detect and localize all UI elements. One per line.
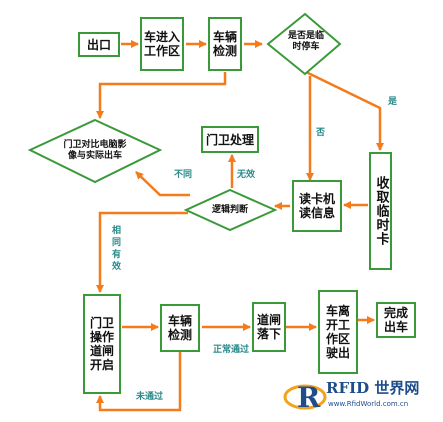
edge-label-yes: 是: [388, 97, 398, 107]
exit-box: 出口: [78, 32, 120, 57]
decision-temp-shape: [266, 12, 342, 76]
done-box: 完成出车: [376, 302, 416, 338]
guard-handle-box: 门卫处理: [201, 126, 259, 153]
edge-label-same-valid: 相同有效: [112, 226, 122, 272]
edge-label-different: 不同: [174, 170, 193, 180]
watermark-url: www.RfidWorld.com.cn: [328, 400, 409, 408]
vehicle-detect-label-2: 车辆检测: [167, 314, 192, 342]
decision-logic-shape: [183, 188, 278, 232]
vehicle-detect-box-2: 车辆检测: [160, 304, 200, 352]
guard-open-gate-label: 门卫操作道闸开启: [89, 316, 114, 372]
guard-compare-label: 门卫对比电脑影像与实际出车: [63, 140, 127, 161]
enter-work-area-label: 车进入工作区: [144, 30, 181, 58]
edge-label-invalid: 无效: [237, 170, 256, 180]
arrow-not-passed: [96, 352, 182, 412]
arrow-decision-yes: [305, 70, 384, 151]
card-reader-label: 读卡机读信息: [298, 192, 335, 220]
exit-label: 出口: [86, 37, 111, 52]
leave-work-area-label: 车离开工作区驶出: [325, 304, 350, 360]
vehicle-detect-label-1: 车辆检测: [212, 30, 237, 58]
guard-open-gate-box: 门卫操作道闸开启: [83, 294, 121, 394]
gate-down-box: 道闸落下: [252, 302, 286, 352]
rfid-logo-icon: R: [283, 381, 327, 414]
arrow-logic-different: [135, 171, 190, 197]
decision-guard-compare-shape: [27, 118, 163, 184]
leave-work-area-box: 车离开工作区驶出: [318, 290, 358, 374]
decision-temp-label: 是否是临时停车: [287, 31, 324, 52]
enter-work-area-box: 车进入工作区: [140, 17, 184, 71]
arrow-logic-same-valid: [96, 211, 188, 293]
logic-judge-label: 逻辑判断: [211, 205, 248, 215]
edge-label-no: 否: [316, 128, 326, 138]
rfid-world-watermark: R RFID 世界网 www.RfidWorld.com.cn: [283, 377, 439, 417]
done-label: 完成出车: [383, 306, 408, 334]
take-temp-card-box: 收取临时卡: [369, 152, 392, 270]
vehicle-detect-box-1: 车辆检测: [208, 17, 242, 71]
edge-label-not-passed: 未通过: [136, 392, 164, 402]
svg-text:R: R: [297, 381, 321, 414]
edge-label-normal-pass: 正常通过: [213, 345, 250, 355]
gate-down-label: 道闸落下: [256, 313, 281, 341]
arrow-detect-to-guard-compare: [96, 72, 227, 119]
take-temp-card-label: 收取临时卡: [373, 176, 389, 246]
watermark-title: RFID 世界网: [326, 379, 420, 397]
card-reader-box: 读卡机读信息: [292, 180, 342, 232]
guard-handle-label: 门卫处理: [205, 132, 254, 147]
